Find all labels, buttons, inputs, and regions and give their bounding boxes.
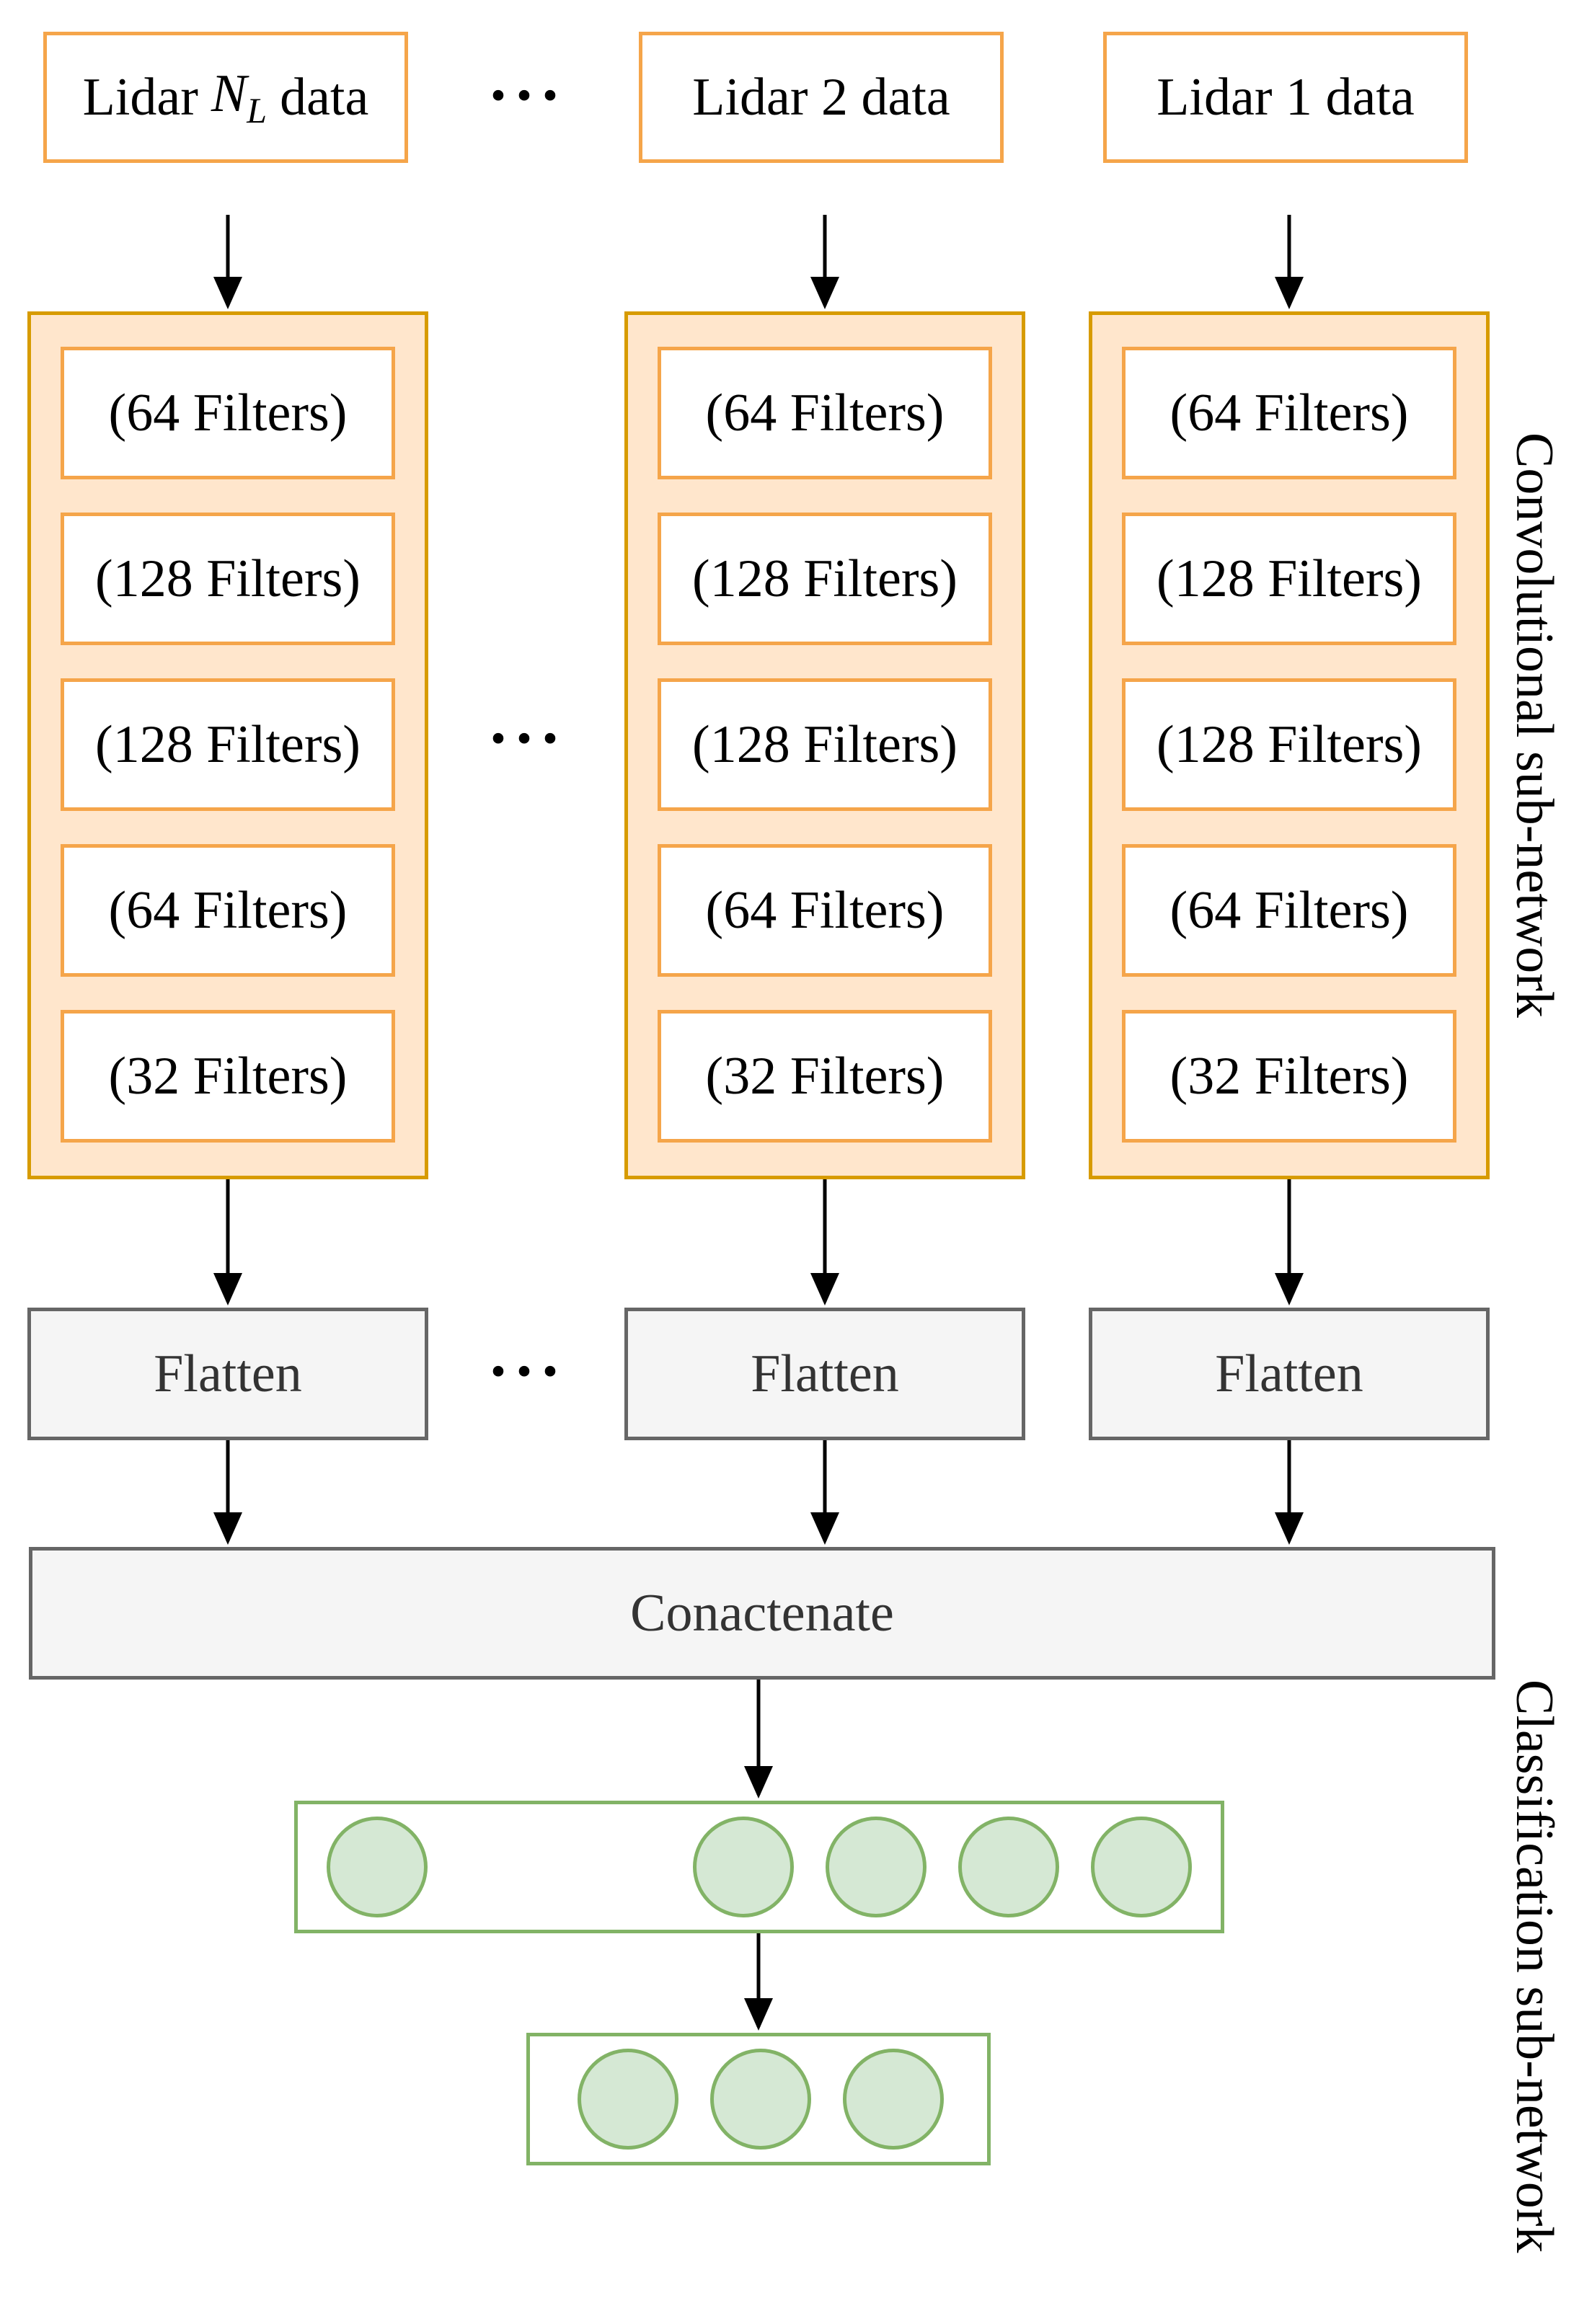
ellipsis-inputs: ··· [487,60,566,131]
conv-group-lidar-2: (64 Filters) (128 Filters) (128 Filters)… [624,311,1025,1179]
filter-layer-1: (64 Filters) [658,347,992,479]
input-lidar-nl-sub: L [247,89,267,130]
output-neuron [843,2049,944,2150]
conv-group-lidar-nl: (64 Filters) (128 Filters) (128 Filters)… [27,311,428,1179]
ellipsis-conv: ··· [487,703,566,774]
input-lidar-1-label: Lidar 1 data [1157,67,1415,127]
output-neuron [710,2049,811,2150]
hidden-neuron [327,1817,428,1917]
filter-layer-5: (32 Filters) [1122,1010,1456,1143]
filter-layer-4: (64 Filters) [61,844,395,977]
filter-layer-5: (32 Filters) [61,1010,395,1143]
filter-layer-4: (64 Filters) [1122,844,1456,977]
ellipsis-flatten: ··· [487,1336,566,1407]
concatenate-layer: Conactenate [29,1547,1495,1680]
filter-layer-3: (128 Filters) [658,678,992,811]
flatten-lidar-nl: Flatten [27,1308,428,1440]
input-lidar-1: Lidar 1 data [1103,32,1468,163]
filter-layer-3: (128 Filters) [1122,678,1456,811]
filter-layer-4: (64 Filters) [658,844,992,977]
input-lidar-nl: Lidar NL data [43,32,408,163]
hidden-neuron [958,1817,1059,1917]
input-lidar-2-label: Lidar 2 data [692,67,950,127]
output-layer [526,2033,991,2165]
input-lidar-nl-var: NL [211,64,267,130]
input-lidar-nl-suffix: data [280,67,369,127]
filter-layer-2: (128 Filters) [61,513,395,645]
filter-layer-2: (128 Filters) [1122,513,1456,645]
conv-group-lidar-1: (64 Filters) (128 Filters) (128 Filters)… [1089,311,1490,1179]
filter-layer-2: (128 Filters) [658,513,992,645]
filter-layer-1: (64 Filters) [61,347,395,479]
input-lidar-2: Lidar 2 data [639,32,1004,163]
output-neuron [578,2049,678,2150]
hidden-neuron [1091,1817,1192,1917]
filter-layer-5: (32 Filters) [658,1010,992,1143]
hidden-neuron [826,1817,927,1917]
flatten-lidar-2: Flatten [624,1308,1025,1440]
filter-layer-1: (64 Filters) [1122,347,1456,479]
hidden-dense-layer [294,1801,1224,1933]
hidden-neuron [693,1817,794,1917]
input-lidar-nl-prefix: Lidar [82,67,198,127]
flatten-lidar-1: Flatten [1089,1308,1490,1440]
filter-layer-3: (128 Filters) [61,678,395,811]
